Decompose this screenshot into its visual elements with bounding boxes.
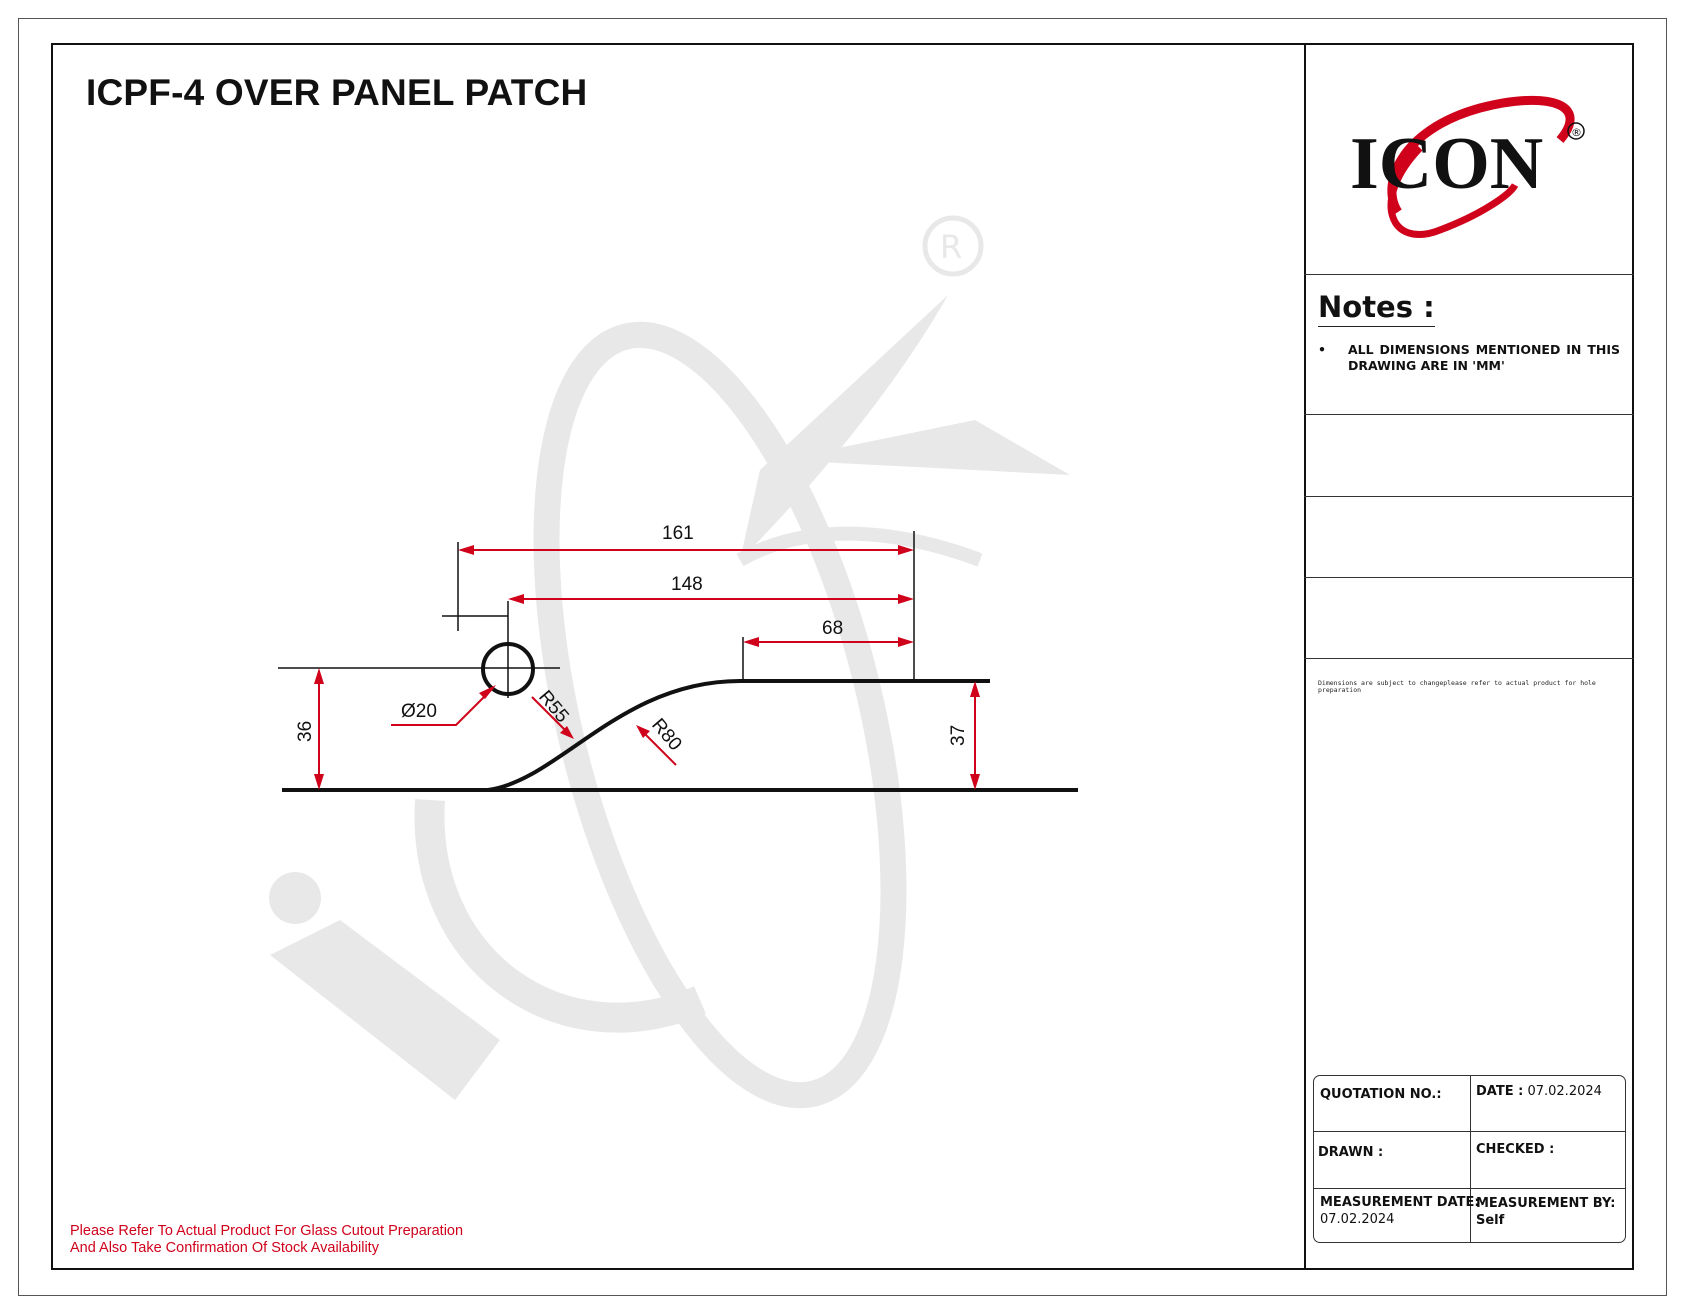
drawing-title: ICPF-4 OVER PANEL PATCH <box>86 72 588 113</box>
note-item: ALL DIMENSIONS MENTIONED IN THIS DRAWING… <box>1318 342 1620 374</box>
icon-logo: ICON ® <box>1350 95 1585 238</box>
measurement-by-value: Self <box>1476 1213 1505 1228</box>
divider-blank-1 <box>1304 496 1634 497</box>
info-table: QUOTATION NO.: DATE : 07.02.2024 DRAWN :… <box>1313 1075 1626 1243</box>
registered-mark: ® <box>1571 126 1582 139</box>
dim-left-height: 36 <box>295 721 316 742</box>
dim-right-height: 37 <box>948 725 969 746</box>
measurement-by-label: MEASUREMENT BY: <box>1476 1196 1616 1211</box>
logo-wordmark: ICON <box>1350 123 1543 205</box>
disclaimer-text: Dimensions are subject to changeplease r… <box>1318 679 1596 694</box>
footer-note: Please Refer To Actual Product For Glass… <box>70 1223 463 1257</box>
dim-hole-to-end: 148 <box>671 574 703 595</box>
dim-radius-large: R80 <box>647 715 685 755</box>
date-value: 07.02.2024 <box>1527 1084 1602 1099</box>
notes-list: ALL DIMENSIONS MENTIONED IN THIS DRAWING… <box>1318 342 1620 374</box>
measurement-by-cell: MEASUREMENT BY: Self <box>1476 1195 1615 1229</box>
date-label: DATE : <box>1476 1084 1524 1099</box>
title-block <box>1304 43 1634 1270</box>
date-cell: DATE : 07.02.2024 <box>1476 1083 1602 1100</box>
drawn-label: DRAWN : <box>1318 1145 1384 1160</box>
quotation-label: QUOTATION NO.: <box>1320 1087 1442 1102</box>
sheet-border <box>18 18 1667 1296</box>
measurement-date-value: 07.02.2024 <box>1320 1212 1395 1227</box>
measurement-date-cell: MEASUREMENT DATE: 07.02.2024 <box>1320 1194 1480 1228</box>
drawing-frame <box>51 43 1634 1270</box>
divider-notes <box>1304 414 1634 415</box>
dimension-lines <box>314 545 980 790</box>
footer-line-2: And Also Take Confirmation Of Stock Avai… <box>70 1240 379 1256</box>
dim-flat-length: 68 <box>822 618 843 639</box>
svg-text:R: R <box>940 228 962 266</box>
checked-label: CHECKED : <box>1476 1142 1555 1157</box>
notes-heading: Notes : <box>1318 290 1435 327</box>
footer-line-1: Please Refer To Actual Product For Glass… <box>70 1223 464 1239</box>
divider-blank-2 <box>1304 577 1634 578</box>
watermark-logo: R <box>269 215 1070 1109</box>
divider-logo <box>1304 274 1634 275</box>
measurement-date-label: MEASUREMENT DATE: <box>1320 1195 1480 1210</box>
part-outline <box>278 531 1078 792</box>
dim-overall-length: 161 <box>662 523 694 544</box>
dim-hole-diameter: Ø20 <box>401 701 437 722</box>
divider-blank-3 <box>1304 658 1634 659</box>
